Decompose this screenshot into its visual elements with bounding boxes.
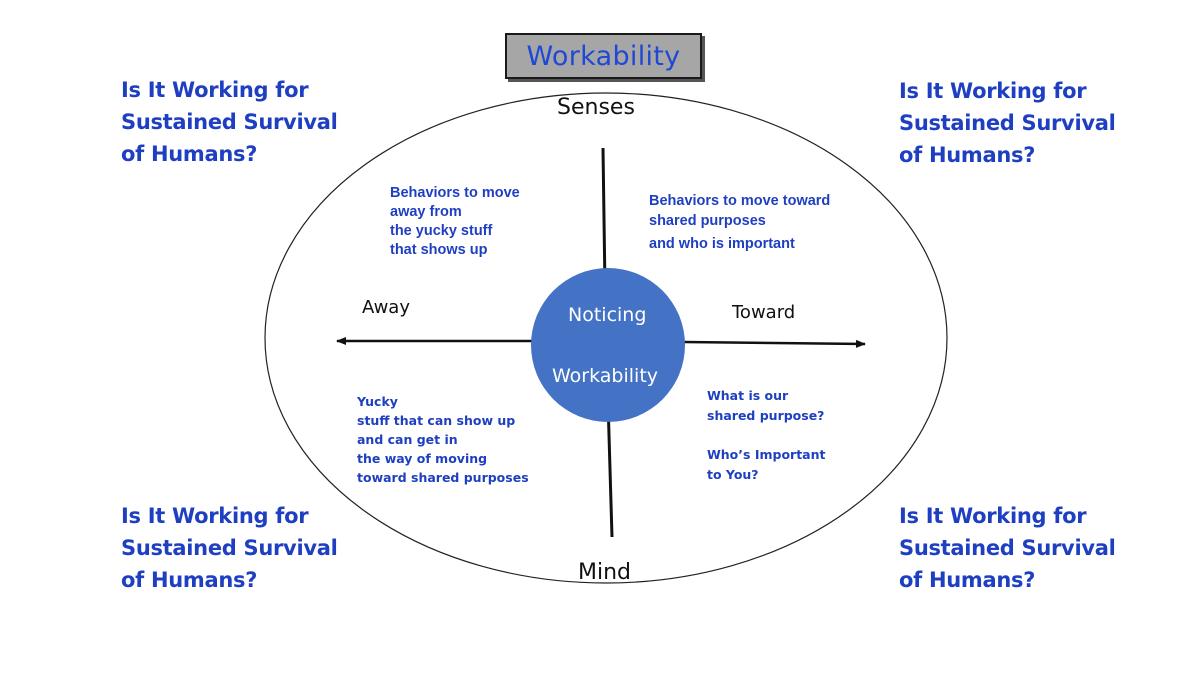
quadrant-top-right: Behaviors to move toward shared purposes… bbox=[649, 191, 830, 254]
corner-question-top-left: Is It Working for Sustained Survival of … bbox=[121, 74, 338, 170]
quadrant-line: the yucky stuff bbox=[390, 223, 493, 239]
center-label-noticing: Noticing bbox=[568, 304, 647, 326]
outer-ellipse bbox=[264, 92, 948, 584]
quadrant-bottom-right: What is our shared purpose? Who’s Import… bbox=[707, 386, 825, 484]
quadrant-line: toward shared purposes bbox=[357, 470, 529, 485]
corner-question-bottom-left: Is It Working for Sustained Survival of … bbox=[121, 500, 338, 596]
quadrant-top-left: Behaviors to move away from the yucky st… bbox=[390, 184, 520, 260]
quadrant-line: and can get in bbox=[357, 432, 458, 447]
corner-question-line: Sustained Survival bbox=[121, 536, 338, 560]
quadrant-spacer bbox=[707, 425, 825, 445]
quadrant-line: Yucky bbox=[357, 394, 398, 409]
corner-question-line: Sustained Survival bbox=[121, 110, 338, 134]
quadrant-line: away from bbox=[390, 204, 462, 220]
quadrant-bottom-left: Yucky stuff that can show up and can get… bbox=[357, 392, 529, 487]
quadrant-line: Behaviors to move toward bbox=[649, 193, 831, 209]
vertical-axis-upper bbox=[601, 147, 607, 289]
quadrant-line: Who’s Important bbox=[707, 447, 826, 462]
corner-question-line: of Humans? bbox=[121, 568, 258, 592]
axis-label-toward: Toward bbox=[732, 302, 796, 323]
quadrant-line: shared purposes bbox=[649, 213, 766, 229]
quadrant-line: that shows up bbox=[390, 242, 488, 258]
corner-question-line: Is It Working for bbox=[121, 504, 309, 528]
toward-arrow bbox=[683, 339, 866, 348]
corner-question-line: Sustained Survival bbox=[899, 111, 1116, 135]
corner-question-bottom-right: Is It Working for Sustained Survival of … bbox=[899, 500, 1116, 596]
diagram-title: Workability bbox=[526, 40, 681, 72]
axis-label-away: Away bbox=[362, 297, 410, 318]
corner-question-line: Is It Working for bbox=[899, 504, 1087, 528]
quadrant-line: What is our bbox=[707, 388, 789, 403]
corner-question-line: of Humans? bbox=[899, 568, 1036, 592]
title-box: Workability bbox=[505, 33, 702, 79]
quadrant-line: Behaviors to move bbox=[390, 185, 520, 201]
vertical-axis-lower bbox=[606, 400, 614, 538]
quadrant-line: to You? bbox=[707, 466, 759, 482]
quadrant-line: stuff that can show up bbox=[357, 413, 516, 428]
corner-question-line: Is It Working for bbox=[899, 79, 1087, 103]
center-label-workability: Workability bbox=[552, 365, 659, 387]
corner-question-line: Sustained Survival bbox=[899, 536, 1116, 560]
corner-question-line: of Humans? bbox=[121, 142, 258, 166]
corner-question-line: Is It Working for bbox=[121, 78, 309, 102]
axis-label-senses: Senses bbox=[557, 95, 635, 120]
quadrant-line: shared purpose? bbox=[707, 407, 825, 423]
axis-label-mind: Mind bbox=[578, 560, 632, 585]
quadrant-line: the way of moving bbox=[357, 451, 488, 466]
quadrant-line: and who is important bbox=[649, 236, 795, 252]
corner-question-line: of Humans? bbox=[899, 143, 1036, 167]
center-circle bbox=[531, 268, 685, 422]
corner-question-top-right: Is It Working for Sustained Survival of … bbox=[899, 75, 1116, 171]
